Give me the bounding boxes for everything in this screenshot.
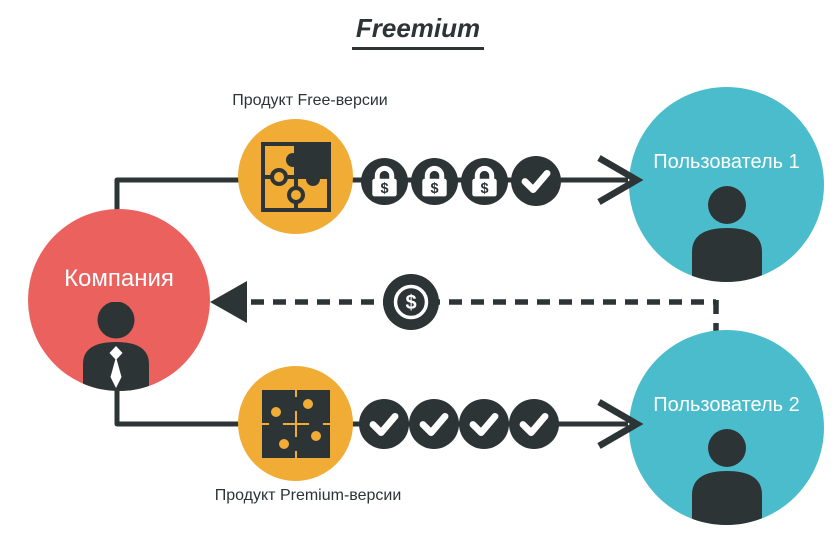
user-icon bbox=[681, 429, 773, 525]
product-free-circle bbox=[238, 119, 353, 234]
lock-dollar-icon: $ bbox=[460, 157, 508, 205]
user1-circle: Пользователь 1 bbox=[629, 87, 824, 282]
user-icon bbox=[681, 186, 773, 282]
puzzle-free-icon bbox=[259, 140, 333, 214]
check-icon bbox=[511, 156, 561, 206]
lock-dollar-icon: $ bbox=[410, 157, 458, 205]
businessman-icon bbox=[74, 301, 158, 391]
company-circle: Компания bbox=[28, 209, 210, 391]
page-title: Freemium bbox=[0, 13, 836, 50]
svg-text:$: $ bbox=[480, 180, 488, 196]
company-label: Компания bbox=[64, 265, 174, 292]
check-icon bbox=[359, 399, 409, 449]
user1-label: Пользователь 1 bbox=[653, 151, 800, 173]
lock-dollar-icon: $ bbox=[360, 157, 408, 205]
puzzle-premium-icon bbox=[259, 387, 333, 461]
check-icon bbox=[459, 399, 509, 449]
check-icon bbox=[509, 399, 559, 449]
svg-text:$: $ bbox=[405, 292, 416, 314]
svg-text:$: $ bbox=[430, 180, 438, 196]
svg-text:$: $ bbox=[380, 180, 388, 196]
product-premium-circle bbox=[238, 366, 353, 481]
dollar-coin-icon: $ bbox=[383, 274, 439, 330]
product-free-label: Продукт Free-версии bbox=[232, 92, 388, 109]
company-to-free-connector bbox=[114, 177, 628, 216]
user2-circle: Пользователь 2 bbox=[629, 330, 824, 525]
page-title-text: Freemium bbox=[351, 13, 485, 50]
user2-label: Пользователь 2 bbox=[653, 394, 800, 416]
product-premium-label: Продукт Premium-версии bbox=[214, 487, 402, 504]
check-icon bbox=[409, 399, 459, 449]
